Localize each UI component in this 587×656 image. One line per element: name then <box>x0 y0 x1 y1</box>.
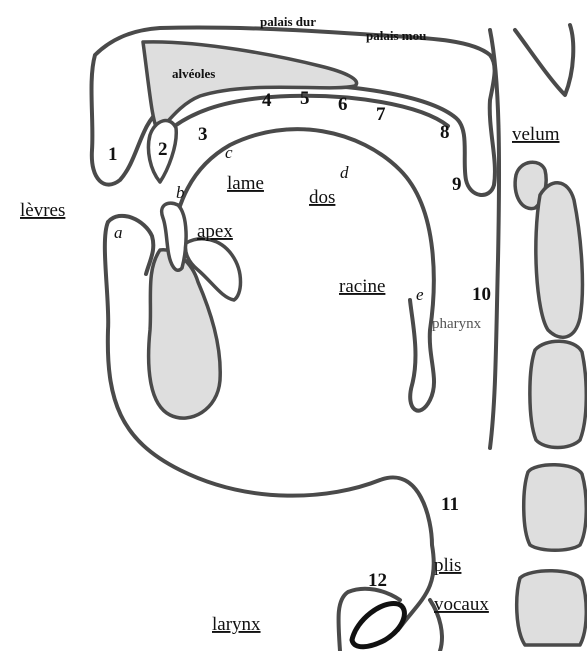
number-2: 2 <box>158 139 168 160</box>
label-dos: dos <box>309 187 335 208</box>
label-levres: lèvres <box>20 200 65 221</box>
vertebra-4 <box>524 465 587 551</box>
inner-palate-line <box>150 96 448 150</box>
letter-c: c <box>225 143 233 162</box>
letter-b: b <box>176 183 185 202</box>
label-plis: plis <box>434 555 461 576</box>
number-7: 7 <box>376 104 386 125</box>
number-5: 5 <box>300 88 310 109</box>
label-alveoles: alvéoles <box>172 66 215 81</box>
number-4: 4 <box>262 90 272 111</box>
larynx-outline <box>338 589 400 651</box>
vertebra-5 <box>517 571 587 645</box>
number-11: 11 <box>441 494 459 515</box>
label-lame: lame <box>227 173 264 194</box>
alveolar-ridge <box>143 42 357 132</box>
letter-d: d <box>340 163 349 182</box>
label-palais-mou: palais mou <box>366 28 426 43</box>
number-12: 12 <box>368 570 387 591</box>
number-6: 6 <box>338 94 348 115</box>
number-1: 1 <box>108 144 118 165</box>
label-apex: apex <box>197 221 233 242</box>
vertebra-2 <box>536 183 583 337</box>
vertebra-3 <box>530 341 586 447</box>
letter-a: a <box>114 223 123 242</box>
number-10: 10 <box>472 284 491 305</box>
letter-e: e <box>416 285 424 304</box>
number-3: 3 <box>198 124 208 145</box>
label-racine: racine <box>339 276 385 297</box>
label-pharynx: pharynx <box>432 316 482 332</box>
label-larynx: larynx <box>212 614 261 635</box>
velum-tip <box>515 25 573 95</box>
vocal-folds <box>352 603 404 646</box>
label-velum: velum <box>512 124 560 145</box>
number-9: 9 <box>452 174 462 195</box>
label-palais-dur: palais dur <box>260 14 316 29</box>
number-8: 8 <box>440 122 450 143</box>
label-vocaux: vocaux <box>434 594 489 615</box>
